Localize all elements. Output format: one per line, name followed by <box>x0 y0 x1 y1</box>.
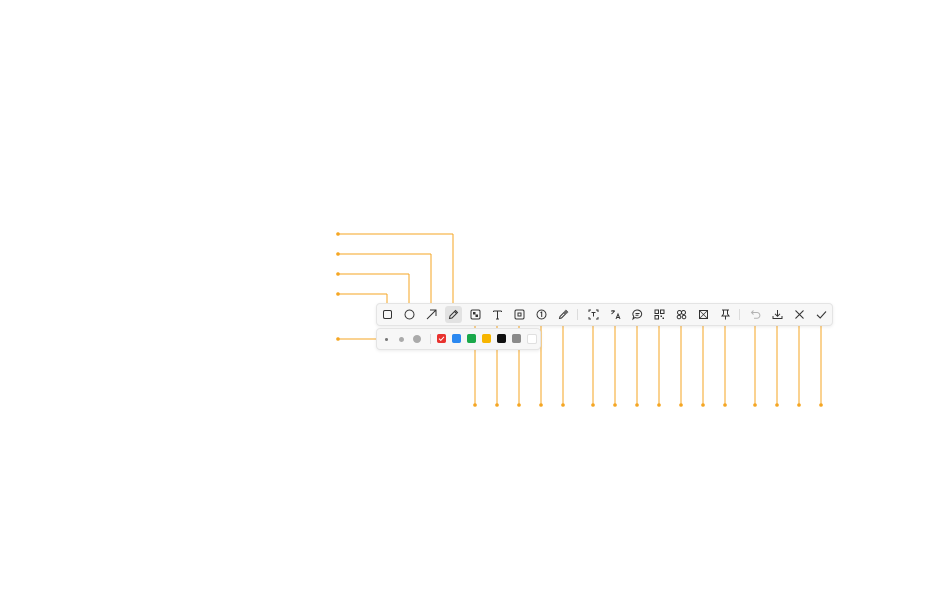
qr-code-tool[interactable] <box>651 306 668 323</box>
pin-icon <box>721 309 730 320</box>
ellipse-tool[interactable] <box>401 306 418 323</box>
callout-dot <box>613 403 617 407</box>
translate-icon <box>611 310 621 320</box>
annotation-toolbar <box>376 303 833 326</box>
color-swatch-green[interactable] <box>467 334 476 343</box>
size-small-option[interactable] <box>385 338 388 341</box>
color-picker-tool[interactable] <box>555 306 572 323</box>
callout-dot <box>797 403 801 407</box>
pin-tool[interactable] <box>717 306 734 323</box>
callout-dot <box>819 403 823 407</box>
callout-dot <box>723 403 727 407</box>
crop-tool[interactable] <box>695 306 712 323</box>
toolbar-separator <box>577 309 578 320</box>
callout-dot <box>495 403 499 407</box>
size-large-option[interactable] <box>413 335 421 343</box>
color-size-palette <box>376 328 541 350</box>
callout-dot <box>336 232 340 236</box>
blur-icon <box>514 309 525 320</box>
color-swatch-gray[interactable] <box>512 334 521 343</box>
comment-tool[interactable] <box>629 306 646 323</box>
callout-dot <box>336 272 340 276</box>
callout-dot <box>635 403 639 407</box>
palette-separator <box>430 334 431 344</box>
mosaic-tool[interactable] <box>467 306 484 323</box>
mosaic-icon <box>470 309 481 320</box>
callout-dot <box>753 403 757 407</box>
text-tool[interactable] <box>489 306 506 323</box>
color-swatch-blue[interactable] <box>452 334 461 343</box>
pen-tool[interactable] <box>445 306 462 323</box>
qr-code-icon <box>654 309 665 320</box>
arrow-icon <box>426 309 437 320</box>
selected-check-icon <box>438 336 445 342</box>
color-swatch-white[interactable] <box>527 334 537 344</box>
undo-button[interactable] <box>747 306 764 323</box>
rectangle-tool[interactable] <box>379 306 396 323</box>
close-button[interactable] <box>791 306 808 323</box>
confirm-button[interactable] <box>813 306 830 323</box>
rectangle-icon <box>383 310 392 319</box>
arrow-tool[interactable] <box>423 306 440 323</box>
undo-icon <box>750 310 761 319</box>
link-tool[interactable] <box>673 306 690 323</box>
color-swatch-red[interactable] <box>437 334 446 343</box>
callout-dot <box>657 403 661 407</box>
color-swatch-black[interactable] <box>497 334 506 343</box>
download-icon <box>772 310 783 319</box>
callout-dot <box>336 337 340 341</box>
blur-tool[interactable] <box>511 306 528 323</box>
number-tool[interactable] <box>533 306 550 323</box>
download-button[interactable] <box>769 306 786 323</box>
check-icon <box>816 311 827 319</box>
callout-dot <box>336 252 340 256</box>
translate-tool[interactable] <box>607 306 624 323</box>
callout-dot <box>473 403 477 407</box>
eyedropper-icon <box>558 309 569 320</box>
callout-dot <box>517 403 521 407</box>
ocr-tool[interactable] <box>585 306 602 323</box>
crop-icon <box>699 310 708 319</box>
callout-dot <box>591 403 595 407</box>
callout-dot <box>561 403 565 407</box>
text-icon <box>493 310 502 320</box>
callout-dot <box>701 403 705 407</box>
pen-icon <box>448 309 459 320</box>
callout-dot <box>775 403 779 407</box>
toolbar-separator <box>739 309 740 320</box>
size-medium-option[interactable] <box>399 337 404 342</box>
link-icon <box>676 310 687 320</box>
callout-dot <box>679 403 683 407</box>
comment-icon <box>632 309 643 321</box>
color-swatch-yellow[interactable] <box>482 334 491 343</box>
close-icon <box>795 310 804 319</box>
callout-dot <box>539 403 543 407</box>
circle-icon <box>404 309 415 320</box>
number-icon <box>536 309 547 320</box>
callout-dot <box>336 292 340 296</box>
ocr-icon <box>588 309 599 320</box>
